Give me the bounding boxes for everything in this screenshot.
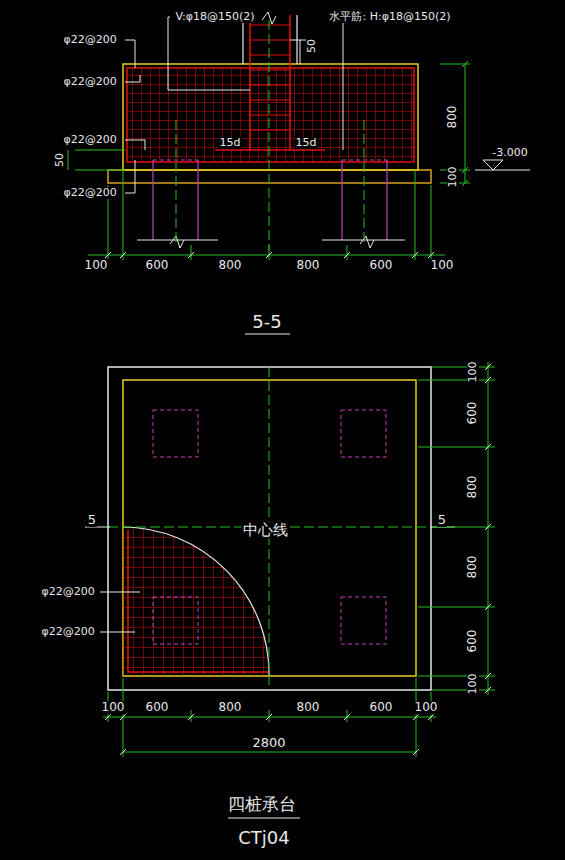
elevation-mark: -3.000 xyxy=(491,147,528,159)
dimension: 800 xyxy=(466,475,479,500)
drawing-stroke xyxy=(153,160,387,240)
rebar-callout: φ22@200 xyxy=(62,34,117,46)
drawing-stroke xyxy=(485,364,491,693)
dimension: 100 xyxy=(101,701,126,714)
dimension: 600 xyxy=(145,259,170,272)
drawing-stroke xyxy=(170,236,374,248)
drawing-code: CTj04 xyxy=(237,828,290,848)
rebar-callout: φ22@200 xyxy=(62,187,117,199)
drawing-stroke xyxy=(105,714,434,755)
dimension: 800 xyxy=(296,259,321,272)
dimension: 50 xyxy=(306,38,318,54)
plan-view xyxy=(85,362,495,818)
centerline-label: 中心线 xyxy=(242,522,289,539)
dimension: 100 xyxy=(430,259,455,272)
dimension: 100 xyxy=(467,673,479,696)
drawing-stroke xyxy=(68,150,125,170)
dimension: 50 xyxy=(54,152,66,168)
drawing-stroke xyxy=(108,367,431,690)
drawing-stroke xyxy=(108,678,431,757)
section-mark: 5 xyxy=(87,513,97,527)
drawing-stroke xyxy=(475,160,530,170)
dimension: 600 xyxy=(466,629,479,654)
drawing-stroke xyxy=(250,15,290,150)
dimension: 600 xyxy=(369,701,394,714)
drawing-stroke xyxy=(100,592,140,632)
drawing-stroke xyxy=(125,17,345,193)
drawing-stroke xyxy=(103,717,436,752)
drawing-stroke xyxy=(228,818,300,819)
dimension: 800 xyxy=(296,701,321,714)
drawing-stroke xyxy=(88,255,445,256)
dimension: 800 xyxy=(218,259,243,272)
section-view xyxy=(68,12,530,334)
rebar-callout: φ22@200 xyxy=(62,134,117,146)
section-label: 5-5 xyxy=(251,312,282,332)
dimension: 600 xyxy=(369,259,394,272)
dimension: 800 xyxy=(218,701,243,714)
anchorage-note: 15d xyxy=(295,137,318,149)
drawing-stroke xyxy=(123,527,269,676)
dimension: 100 xyxy=(467,361,479,384)
rebar-callout: V:φ18@150(2) xyxy=(174,11,255,23)
dimension: 800 xyxy=(446,105,459,130)
dimension: 800 xyxy=(466,555,479,580)
dimension: 100 xyxy=(84,259,109,272)
drawing-stroke xyxy=(153,410,198,457)
drawing-stroke xyxy=(128,530,268,672)
drawing-stroke xyxy=(250,25,290,130)
drawing-stroke xyxy=(105,252,434,258)
drawing-stroke xyxy=(123,527,269,676)
drawing-stroke xyxy=(176,20,364,250)
drawing-stroke xyxy=(153,160,387,161)
drawing-stroke xyxy=(341,410,386,457)
rebar-callout: φ22@200 xyxy=(62,76,117,88)
rebar-callout: 水平筋: H:φ18@150(2) xyxy=(328,11,451,23)
section-mark: 5 xyxy=(437,513,447,527)
drawing-title: 四桩承台 xyxy=(227,795,297,814)
drawing-stroke xyxy=(153,597,198,644)
drawing-stroke xyxy=(123,64,418,170)
dimension: 2800 xyxy=(251,736,286,750)
dimension: 600 xyxy=(145,701,170,714)
drawing-stroke xyxy=(245,334,290,335)
drawing-stroke xyxy=(215,149,325,151)
drawing-stroke xyxy=(108,170,431,260)
drawing-stroke xyxy=(418,367,495,690)
drawing-stroke xyxy=(108,367,431,690)
dimension: 100 xyxy=(414,701,439,714)
rebar-callout: φ22@200 xyxy=(40,626,95,638)
dimension: 600 xyxy=(466,401,479,426)
drawing-stroke xyxy=(488,362,489,695)
drawing-stroke xyxy=(341,597,386,644)
anchorage-note: 15d xyxy=(219,137,242,149)
dimension: 100 xyxy=(447,166,459,189)
rebar-callout: φ22@200 xyxy=(40,586,95,598)
